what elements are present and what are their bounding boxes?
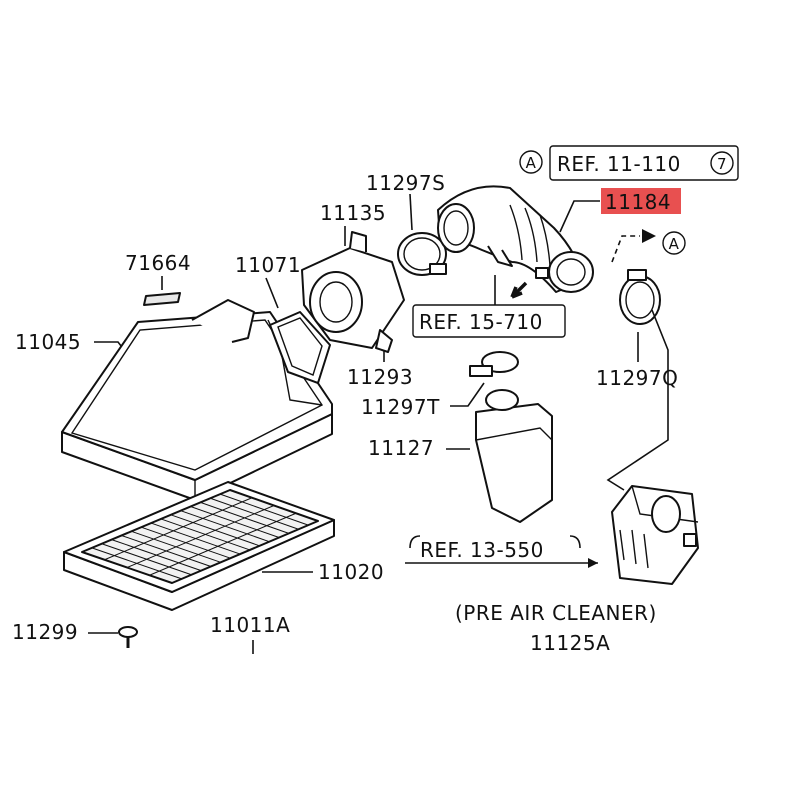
hose-outlet-inner xyxy=(556,258,586,286)
ref-11-110-box xyxy=(549,145,739,181)
part-11071-label: 11071 xyxy=(235,253,301,277)
part-11184-highlight xyxy=(601,188,681,214)
part-11297q-clamp xyxy=(606,269,669,491)
leader-pre-air-cleaner xyxy=(606,309,669,491)
hose-branch xyxy=(487,245,513,267)
clamp-t-screw xyxy=(469,365,493,377)
clamp-screw xyxy=(429,263,447,275)
filter-pleats xyxy=(81,489,319,584)
circled-a-right-callout: A xyxy=(611,229,686,263)
pre-cleaner-port xyxy=(651,495,681,533)
part-11297t-clamp xyxy=(469,351,519,377)
gasket-inner xyxy=(277,317,323,376)
part-11125a-label: 11125A xyxy=(530,631,610,655)
filter-cross-rib xyxy=(126,505,275,568)
part-11011a-label: 11011A xyxy=(210,613,290,637)
part-11299-bolt xyxy=(118,626,138,648)
clamp-outer xyxy=(397,232,447,276)
part-11293-screw xyxy=(375,329,393,353)
arrow-ref-15-710 xyxy=(510,281,528,299)
part-11127-label: 11127 xyxy=(368,436,434,460)
bolt-head xyxy=(118,626,138,638)
part-11184-label: 11184 xyxy=(605,190,671,214)
part-11045-label: 11045 xyxy=(15,330,81,354)
part-11045-cover xyxy=(61,299,333,501)
circled-a-right xyxy=(662,231,686,255)
part-11297q-label: 11297Q xyxy=(596,366,678,390)
circled-a-right-letter: A xyxy=(669,235,680,253)
part-11125a-pre-cleaner xyxy=(611,485,699,585)
part-11299-label: 11299 xyxy=(12,620,78,644)
filter-cross-rib xyxy=(149,512,297,576)
sensor-port-inner xyxy=(319,281,353,323)
arrow-to-circled-a xyxy=(642,229,656,243)
ref-15-710-label: REF. 15-710 xyxy=(419,310,543,334)
sensor-connector xyxy=(349,231,367,252)
clamp-q-inner xyxy=(625,281,655,319)
resonator-seam xyxy=(475,427,553,441)
filter-cross-rib xyxy=(104,497,253,561)
clamp-inner xyxy=(403,237,441,271)
ref-11-110-callout: A REF. 11-110 7 xyxy=(519,145,739,181)
hose-ribs xyxy=(509,204,551,267)
ref-13-550-bracket-right xyxy=(569,535,581,549)
hose-inlet-inner xyxy=(443,210,469,246)
hose-outlet xyxy=(548,251,594,293)
part-71664-label: 71664 xyxy=(125,251,191,275)
ref-13-550-label: REF. 13-550 xyxy=(420,538,544,562)
resonator-body xyxy=(475,403,553,523)
circled-7-number: 7 xyxy=(717,155,727,173)
circled-a-top xyxy=(519,150,543,174)
part-11293-label: 11293 xyxy=(347,365,413,389)
leader-11184 xyxy=(559,200,600,233)
leader-11297s xyxy=(409,193,413,231)
pre-cleaner-ribs xyxy=(619,529,649,569)
leader-11297t xyxy=(450,382,485,407)
ref-13-550-callout: REF. 13-550 xyxy=(405,535,598,568)
part-11135-label: 11135 xyxy=(320,201,386,225)
part-11127-resonator xyxy=(475,389,553,523)
part-11297t-label: 11297T xyxy=(361,395,440,419)
clamp-q-screw xyxy=(627,269,647,281)
sensor-port xyxy=(309,271,363,333)
part-11071-gasket xyxy=(269,311,331,384)
part-71664-tag xyxy=(143,292,181,306)
ref-11-110-label: REF. 11-110 xyxy=(557,152,681,176)
clamp-t-ring xyxy=(481,351,519,373)
resonator-neck xyxy=(485,389,519,411)
part-11297s-label: 11297S xyxy=(366,171,445,195)
ref-15-710-callout: REF. 15-710 xyxy=(412,275,566,338)
ref-15-710-box xyxy=(412,304,566,338)
part-11184-hose xyxy=(437,185,594,293)
part-11020-filter xyxy=(63,481,335,611)
leader-11071 xyxy=(265,277,279,309)
part-11297s-clamp xyxy=(397,232,447,276)
part-11135-sensor xyxy=(301,231,405,353)
pre-cleaner-tab xyxy=(683,533,697,547)
circled-a-top-letter: A xyxy=(526,154,537,172)
ref-13-550-bracket-left xyxy=(409,535,421,549)
cover-duct xyxy=(191,299,255,343)
leader-circled-a-right xyxy=(611,235,640,263)
circled-7 xyxy=(710,151,734,175)
pre-air-cleaner-caption: (PRE AIR CLEANER) xyxy=(455,601,657,625)
hose-tab xyxy=(535,267,549,279)
part-11020-label: 11020 xyxy=(318,560,384,584)
arrow-head-ref-13-550 xyxy=(588,558,598,568)
